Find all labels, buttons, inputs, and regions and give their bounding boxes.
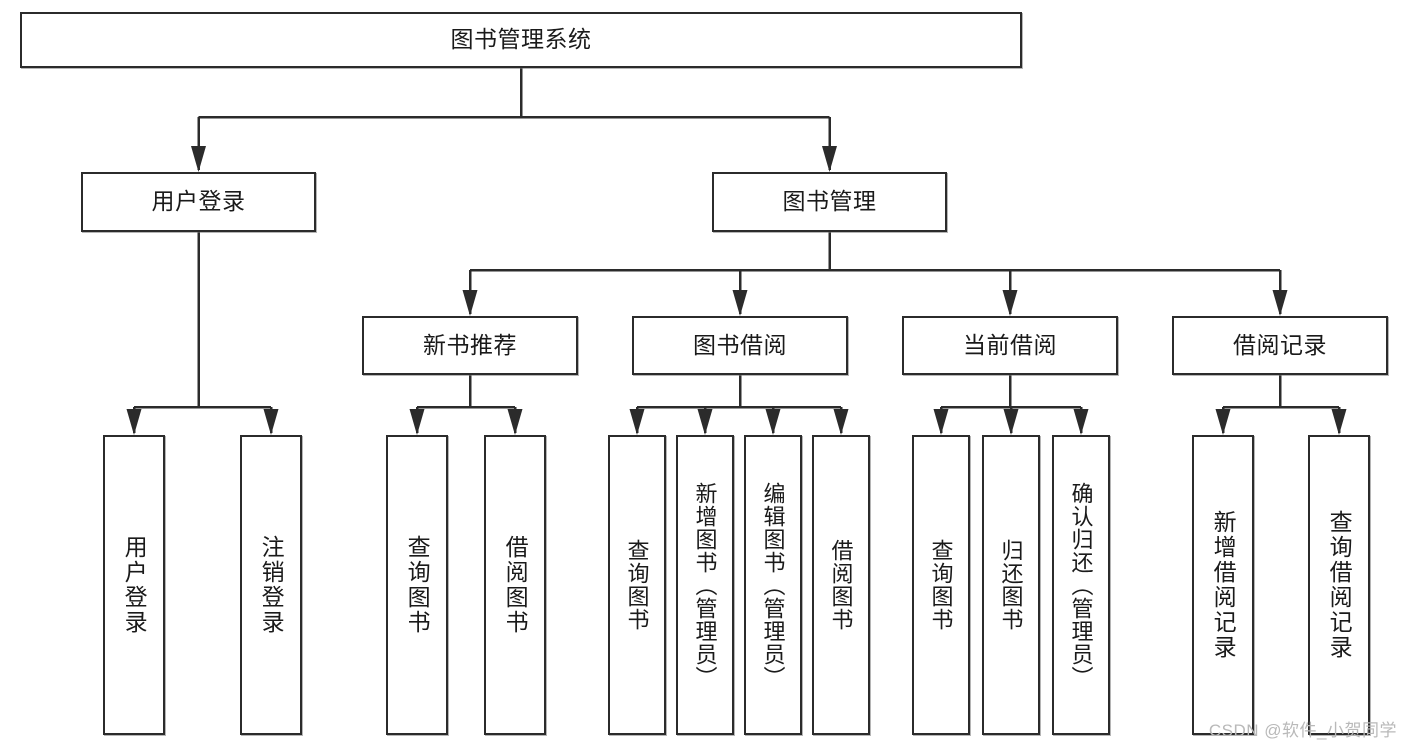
node-leaf-add-borrow-record[interactable]: 新增借阅记录	[1192, 435, 1254, 735]
arrowhead-current-borrow	[1002, 290, 1018, 316]
node-leaf-add-book[interactable]: 新增图书（管理员）	[676, 435, 734, 735]
node-label-book-borrow: 图书借阅	[693, 331, 787, 358]
node-label-user-login: 用户登录	[151, 188, 246, 215]
node-label-leaf-query-book-3: 查询图书	[928, 539, 954, 631]
node-label-leaf-user-login: 用户登录	[121, 535, 148, 635]
node-label-leaf-query-book-2: 查询图书	[624, 539, 650, 631]
node-book-management[interactable]: 图书管理	[712, 172, 947, 232]
node-borrow-record[interactable]: 借阅记录	[1172, 316, 1388, 375]
node-leaf-query-borrow-record[interactable]: 查询借阅记录	[1308, 435, 1370, 735]
node-leaf-query-book-3[interactable]: 查询图书	[912, 435, 970, 735]
node-book-borrow[interactable]: 图书借阅	[632, 316, 848, 375]
node-label-current-borrow: 当前借阅	[963, 331, 1057, 358]
arrowhead-borrow-record	[1272, 290, 1288, 316]
node-label-book-management: 图书管理	[782, 188, 877, 215]
node-leaf-query-book-1[interactable]: 查询图书	[386, 435, 448, 735]
node-leaf-query-book-2[interactable]: 查询图书	[608, 435, 666, 735]
node-leaf-user-login[interactable]: 用户登录	[103, 435, 165, 735]
arrowhead-leaf-add-book	[697, 409, 713, 435]
arrowhead-user-login	[191, 146, 206, 172]
node-label-leaf-add-borrow-record: 新增借阅记录	[1210, 510, 1237, 660]
node-label-leaf-logout: 注销登录	[258, 535, 285, 635]
node-label-leaf-borrow-book-1: 借阅图书	[502, 535, 529, 635]
arrowhead-leaf-borrow-book-1	[507, 409, 523, 435]
csdn-watermark: CSDN @软件_小贺同学	[1208, 721, 1397, 740]
node-label-leaf-return-book: 归还图书	[998, 539, 1024, 631]
arrowhead-leaf-user-login	[126, 409, 142, 435]
arrowhead-leaf-query-borrow-record	[1331, 409, 1347, 435]
node-label-leaf-query-book-1: 查询图书	[404, 535, 431, 635]
node-user-login[interactable]: 用户登录	[81, 172, 316, 232]
node-label-new-book-recommend: 新书推荐	[423, 331, 517, 358]
arrowhead-book-management	[822, 146, 837, 172]
node-leaf-return-book[interactable]: 归还图书	[982, 435, 1040, 735]
node-leaf-borrow-book-1[interactable]: 借阅图书	[484, 435, 546, 735]
node-label-leaf-borrow-book-2: 借阅图书	[828, 539, 854, 631]
node-leaf-borrow-book-2[interactable]: 借阅图书	[812, 435, 870, 735]
node-new-book-recommend[interactable]: 新书推荐	[362, 316, 578, 375]
arrowhead-leaf-query-book-1	[409, 409, 425, 435]
arrowhead-leaf-query-book-3	[933, 409, 949, 435]
node-label-leaf-confirm-return: 确认归还（管理员）	[1068, 481, 1094, 689]
node-label-leaf-edit-book: 编辑图书（管理员）	[760, 481, 786, 689]
arrowhead-leaf-edit-book	[765, 409, 781, 435]
arrowhead-leaf-logout	[263, 409, 279, 435]
arrowhead-leaf-confirm-return	[1073, 409, 1089, 435]
arrowhead-new-book-recommend	[462, 290, 478, 316]
node-current-borrow[interactable]: 当前借阅	[902, 316, 1118, 375]
node-label-leaf-add-book: 新增图书（管理员）	[692, 481, 718, 689]
node-leaf-logout[interactable]: 注销登录	[240, 435, 302, 735]
node-leaf-edit-book[interactable]: 编辑图书（管理员）	[744, 435, 802, 735]
node-label-borrow-record: 借阅记录	[1233, 331, 1327, 358]
arrowhead-leaf-add-borrow-record	[1215, 409, 1231, 435]
node-leaf-confirm-return[interactable]: 确认归还（管理员）	[1052, 435, 1110, 735]
arrowhead-leaf-query-book-2	[629, 409, 645, 435]
node-root[interactable]: 图书管理系统	[20, 12, 1022, 68]
arrowhead-book-borrow	[732, 290, 748, 316]
arrowhead-leaf-return-book	[1003, 409, 1019, 435]
arrowhead-leaf-borrow-book-2	[833, 409, 849, 435]
node-label-root: 图书管理系统	[450, 26, 592, 53]
node-label-leaf-query-borrow-record: 查询借阅记录	[1326, 510, 1353, 660]
